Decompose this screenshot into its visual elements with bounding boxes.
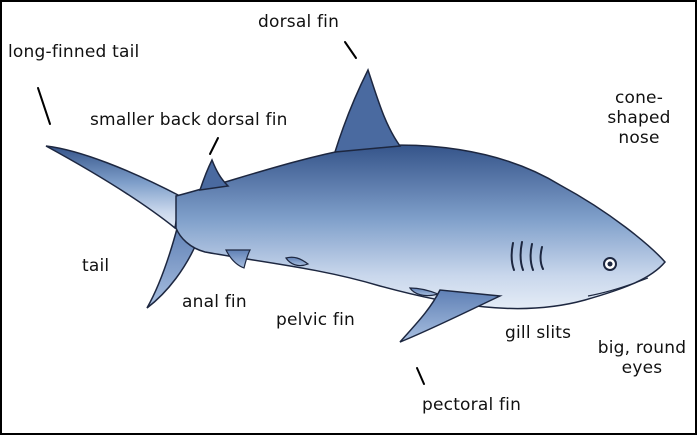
label-pelvic-fin: pelvic fin: [276, 310, 355, 330]
shark-body: [176, 145, 665, 308]
label-dorsal-fin: dorsal fin: [258, 12, 339, 32]
eye: [604, 258, 616, 270]
label-cone-shaped-nose-line1: cone-shaped: [588, 88, 690, 128]
pectoral-fin: [400, 290, 500, 342]
label-smaller-back-dorsal-fin: smaller back dorsal fin: [90, 110, 288, 130]
dorsal-fin: [335, 70, 400, 152]
label-pectoral-fin: pectoral fin: [422, 395, 521, 415]
label-gill-slits: gill slits: [505, 323, 571, 343]
label-big-round-eyes: big, round eyes: [592, 338, 692, 378]
anal-fin: [226, 250, 250, 268]
label-cone-shaped-nose-line2: nose: [588, 128, 690, 148]
back-dorsal-fin: [200, 160, 228, 190]
upper-tail-lobe: [46, 146, 180, 228]
label-tail: tail: [82, 256, 109, 276]
label-big-round-eyes-line2: eyes: [592, 358, 692, 378]
label-anal-fin: anal fin: [182, 292, 247, 312]
label-cone-shaped-nose: cone-shaped nose: [588, 88, 690, 148]
label-big-round-eyes-line1: big, round: [592, 338, 692, 358]
label-long-finned-tail: long-finned tail: [8, 42, 139, 62]
